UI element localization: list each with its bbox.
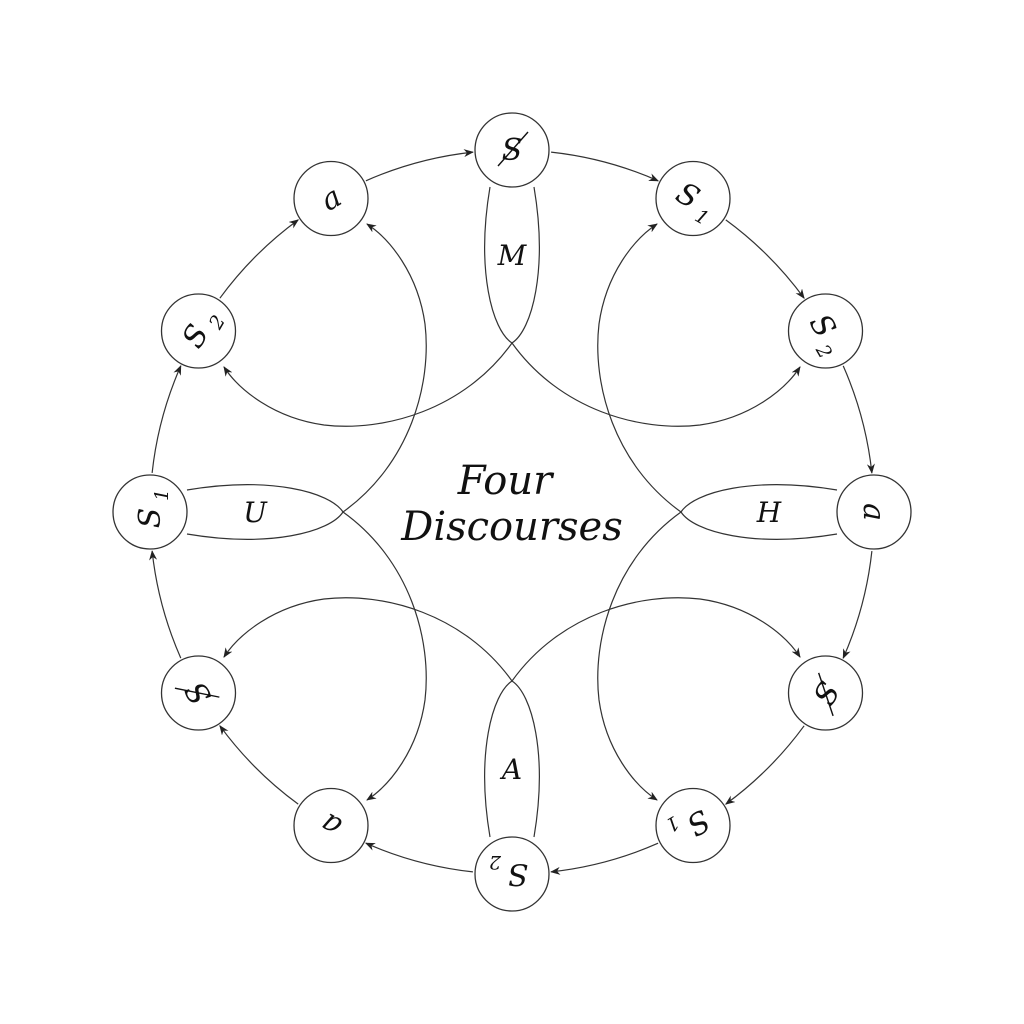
node: S2 xyxy=(474,836,550,912)
ring-arrow xyxy=(550,842,659,875)
cross-arrow xyxy=(597,484,838,801)
node: S2 xyxy=(787,293,864,369)
node-symbol: S xyxy=(133,508,168,529)
ring-arrow xyxy=(842,551,873,659)
node: S1 xyxy=(655,160,731,237)
bar-stroke xyxy=(497,131,529,167)
discourse-label: A xyxy=(499,753,522,786)
node: S2 xyxy=(160,293,237,369)
ring-arrow xyxy=(149,550,182,659)
ring-arrow xyxy=(842,365,875,474)
node-symbol: S xyxy=(508,856,529,891)
ring-arrow xyxy=(219,219,300,299)
cross-arrow xyxy=(223,597,540,838)
node: a xyxy=(293,160,369,237)
cross-arrow xyxy=(186,223,427,540)
node-circle xyxy=(293,787,369,864)
ring-arrow xyxy=(151,365,182,473)
node-circle xyxy=(160,293,237,369)
node-circle xyxy=(787,293,864,369)
cross-arrow xyxy=(484,597,801,838)
node-subscript: 2 xyxy=(489,851,502,873)
title-line-2: Discourses xyxy=(400,504,622,550)
node-circle xyxy=(836,474,912,550)
node: a xyxy=(836,474,912,550)
ring-arrow xyxy=(219,724,299,805)
node: S1 xyxy=(112,474,188,550)
discourse-arcs xyxy=(223,186,801,427)
node-subscript: 1 xyxy=(151,489,173,501)
node-symbol: a xyxy=(856,503,891,521)
bar-stroke xyxy=(174,687,220,698)
node-circle xyxy=(474,836,550,912)
title-line-1: Four xyxy=(457,458,555,504)
ring-arrow xyxy=(365,842,473,873)
discourse-arcs xyxy=(223,597,801,838)
ring-arrow xyxy=(551,151,659,182)
ring-arrow xyxy=(724,725,805,805)
discourse-label: H xyxy=(756,496,782,529)
discourse-arcs xyxy=(597,223,838,801)
discourse-label: M xyxy=(497,239,528,272)
node: S xyxy=(474,112,550,188)
cross-arrow xyxy=(597,223,838,540)
ring-arrow xyxy=(365,149,474,182)
bar-stroke xyxy=(817,672,834,717)
ring-arrow xyxy=(725,219,805,300)
node: S xyxy=(787,655,864,731)
node: S xyxy=(160,655,237,731)
cross-arrow xyxy=(484,186,801,427)
node: S1 xyxy=(655,787,731,864)
discourse-label: U xyxy=(243,496,268,529)
node-circle xyxy=(655,787,731,864)
node: a xyxy=(293,787,369,864)
cross-arrow xyxy=(223,186,540,427)
discourse-arcs xyxy=(186,223,427,801)
node-circle xyxy=(655,160,731,237)
node-circle xyxy=(293,160,369,237)
cross-arrow xyxy=(186,484,427,801)
node-circle xyxy=(112,474,188,550)
